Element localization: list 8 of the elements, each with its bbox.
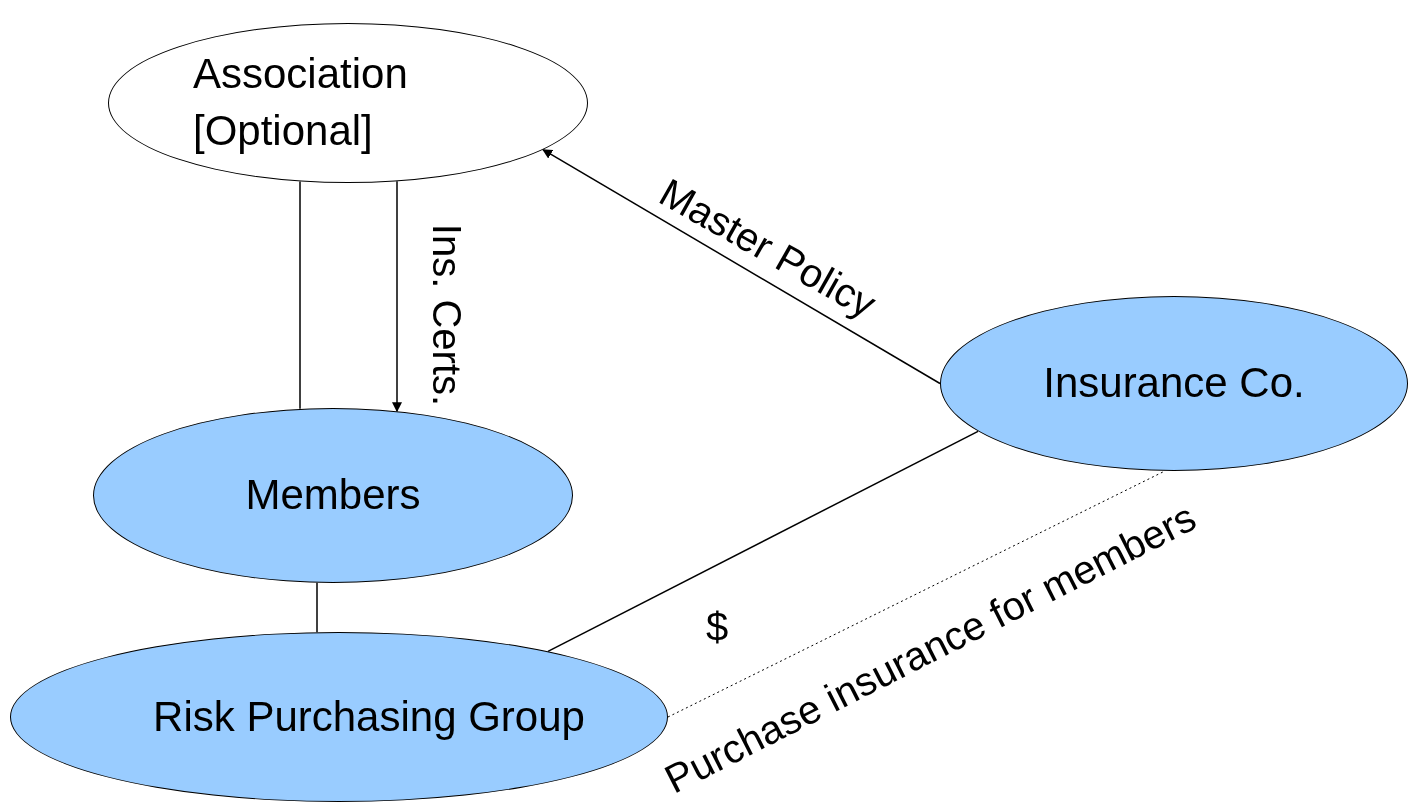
connector-line xyxy=(667,470,1166,718)
arrow xyxy=(542,148,941,385)
node-label: Members xyxy=(245,470,421,521)
node-label: Association [Optional] xyxy=(193,49,409,156)
connector-line xyxy=(547,430,979,653)
connector-line xyxy=(316,582,318,633)
node-label: Risk Purchasing Group xyxy=(153,691,585,742)
node-label: Insurance Co. xyxy=(1043,358,1305,409)
